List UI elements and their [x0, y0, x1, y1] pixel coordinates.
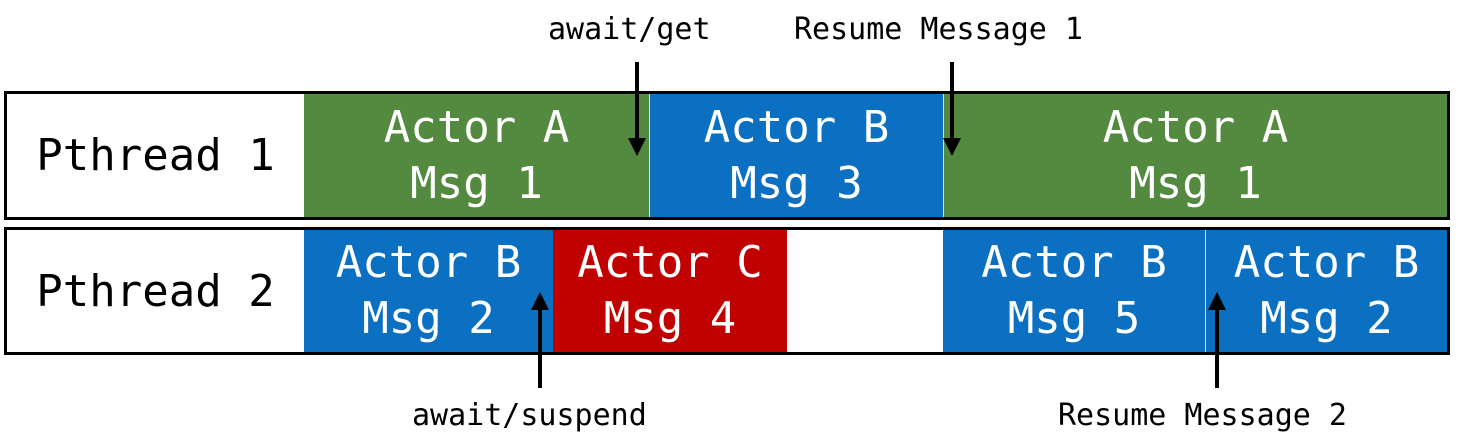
block-msg-label: Msg 2: [362, 293, 495, 344]
block-msg-label: Msg 2: [1260, 293, 1393, 344]
pthread-2-block-actor-b-msg-5: Actor B Msg 5: [943, 230, 1205, 352]
annotation-await-get: await/get: [548, 12, 711, 47]
pthread-2-block-actor-c-msg-4: Actor C Msg 4: [553, 230, 787, 352]
pthread-2-block-actor-b-msg-2: Actor B Msg 2: [304, 230, 553, 352]
pthread-2-label: Pthread 2: [36, 265, 275, 317]
pthread-2-row: Pthread 2 Actor B Msg 2 Actor C Msg 4 Ac…: [4, 227, 1450, 355]
arrow-up-resume-message-2: [1208, 292, 1226, 388]
block-msg-label: Msg 1: [1129, 157, 1262, 209]
pthread-1-label: Pthread 1: [36, 130, 275, 181]
pthread-2-block-actor-b-msg-2-resumed: Actor B Msg 2: [1205, 230, 1447, 352]
arrow-up-await-suspend: [531, 292, 549, 388]
block-msg-label: Msg 5: [1007, 293, 1141, 344]
arrow-down-await-get: [628, 62, 646, 156]
arrow-down-resume-message-1: [943, 62, 961, 156]
block-actor-label: Actor A: [1102, 101, 1289, 153]
block-actor-label: Actor B: [335, 237, 522, 288]
block-actor-label: Actor B: [703, 101, 890, 153]
annotation-resume-message-1: Resume Message 1: [794, 12, 1083, 47]
block-actor-label: Actor B: [1233, 237, 1420, 288]
annotation-await-suspend: await/suspend: [412, 398, 647, 433]
pthread-1-row: Pthread 1 Actor A Msg 1 Actor B Msg 3 Ac…: [4, 91, 1450, 220]
block-msg-label: Msg 4: [603, 293, 737, 344]
pthread-1-block-actor-a-msg-1-resumed: Actor A Msg 1: [943, 94, 1447, 217]
pthread-1-block-actor-b-msg-3: Actor B Msg 3: [649, 94, 943, 217]
annotation-resume-message-2: Resume Message 2: [1058, 398, 1347, 433]
block-msg-label: Msg 3: [730, 157, 863, 209]
block-actor-label: Actor A: [383, 101, 570, 153]
pthread-1-block-actor-a-msg-1: Actor A Msg 1: [304, 94, 649, 217]
block-msg-label: Msg 1: [410, 157, 543, 209]
block-actor-label: Actor B: [981, 237, 1167, 288]
block-actor-label: Actor C: [577, 237, 763, 288]
